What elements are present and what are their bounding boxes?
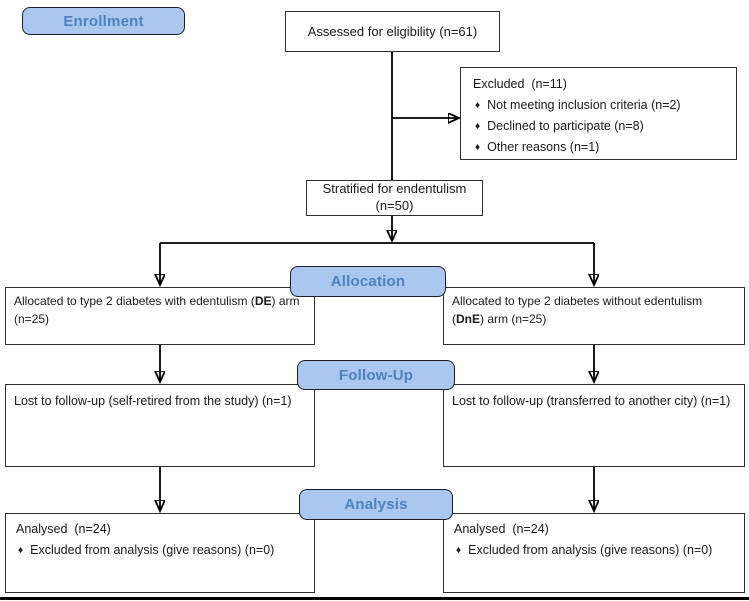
excluded-item-text: Declined to participate (n=8) [487,118,644,133]
allocated-de-text: Allocated to type 2 diabetes with edentu… [14,294,303,326]
box-excluded: Excluded (n=11) ♦ Not meeting inclusion … [460,67,737,160]
analysed-dne-title: Analysed (n=24) [454,522,549,536]
excluded-item: ♦ Declined to participate (n=8) [473,118,728,135]
diamond-bullet-icon: ♦ [475,141,481,153]
diamond-bullet-icon: ♦ [18,544,24,556]
allocated-de-pre: Allocated to type 2 diabetes with edentu… [14,294,255,308]
stage-label-enrollment: Enrollment [22,7,185,35]
lost-followup-de-text: Lost to follow-up (self-retired from the… [14,394,292,408]
allocated-dne-arm-abbr: DnE [456,312,480,326]
assessed-text: Assessed for eligibility (n=61) [307,23,478,39]
figure-bottom-rule [0,597,749,600]
excluded-item: ♦ Other reasons (n=1) [473,139,728,156]
excluded-title: Excluded (n=11) [473,77,567,91]
lost-followup-dne-text: Lost to follow-up (transferred to anothe… [452,394,731,408]
box-assessed-eligibility: Assessed for eligibility (n=61) [285,11,500,52]
diamond-bullet-icon: ♦ [475,120,481,132]
excluded-item-text: Not meeting inclusion criteria (n=2) [487,97,681,112]
excluded-item-text: Other reasons (n=1) [487,139,600,154]
allocated-dne-pre: Allocated to type 2 diabetes without ede… [452,294,706,326]
box-stratified: Stratified for endentulism (n=50) [306,180,483,216]
allocated-de-post: ) arm (n=25) [14,294,303,326]
box-allocated-dne: Allocated to type 2 diabetes without ede… [443,287,745,345]
analysed-dne-item-text: Excluded from analysis (give reasons) (n… [468,542,713,557]
allocated-de-arm-abbr: DE [254,294,272,308]
excluded-item: ♦ Not meeting inclusion criteria (n=2) [473,97,728,114]
box-analysed-de: Analysed (n=24) ♦ Excluded from analysis… [5,513,315,593]
stratified-line1: Stratified for endentulism [322,181,467,197]
stage-label-analysis: Analysis [299,489,453,520]
analysed-de-item-text: Excluded from analysis (give reasons) (n… [30,542,275,557]
box-analysed-dne: Analysed (n=24) ♦ Excluded from analysis… [443,513,745,593]
stratified-line2: (n=50) [375,198,414,213]
box-lost-followup-dne: Lost to follow-up (transferred to anothe… [443,384,745,467]
analysed-de-title: Analysed (n=24) [16,522,111,536]
allocated-dne-post: ) arm (n=25) [480,312,547,326]
stage-label-followup: Follow-Up [297,360,455,390]
diamond-bullet-icon: ♦ [475,99,481,111]
diamond-bullet-icon: ♦ [456,544,462,556]
allocated-dne-text: Allocated to type 2 diabetes without ede… [452,294,706,326]
box-allocated-de: Allocated to type 2 diabetes with edentu… [5,287,315,345]
stage-label-allocation: Allocation [290,266,446,297]
box-lost-followup-de: Lost to follow-up (self-retired from the… [5,384,315,467]
analysed-de-item: ♦ Excluded from analysis (give reasons) … [16,542,304,559]
analysed-dne-item: ♦ Excluded from analysis (give reasons) … [454,542,734,559]
